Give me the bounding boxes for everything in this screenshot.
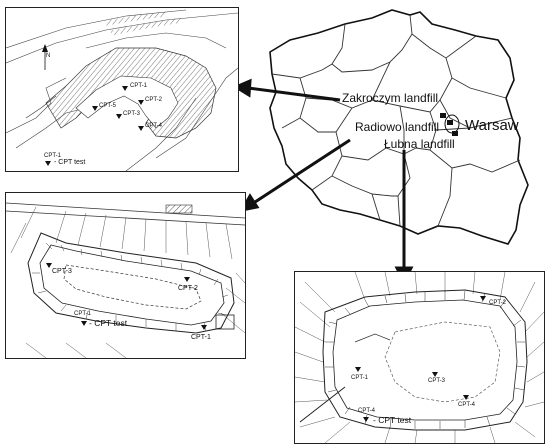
zak-cpt-3-label: CPT-3: [123, 111, 141, 117]
lubna-marker: [452, 131, 458, 136]
radiowo-drawing: [6, 202, 245, 358]
north-label: N: [46, 53, 51, 59]
radiowo-label: Radiowo landfill: [355, 120, 440, 134]
warsaw-outline: [444, 114, 460, 134]
zak-cpt-1-label: CPT-1: [130, 83, 148, 89]
lub-cpt-1-label: CPT-1: [351, 375, 369, 381]
poland-border: [269, 9, 529, 245]
zakroczym-label: Zakroczym landfill: [342, 91, 439, 105]
zak-cpt-2-marker: [138, 100, 144, 105]
rad-cpt-2-label: CPT-2: [178, 285, 198, 292]
lub-cpt-4-label: CPT-4: [458, 402, 476, 408]
lubna-drawing: [295, 272, 544, 443]
warsaw-label: Warsaw: [465, 117, 519, 134]
lub-cpt-3-label: CPT-3: [428, 378, 446, 384]
rad-legend-code: CPT-1: [74, 311, 92, 317]
lubna-label: Łubna landfill: [384, 137, 455, 151]
rad-cpt-1-label: CPT-1: [191, 334, 211, 341]
rad-legend-text: - CPT test: [89, 318, 128, 328]
zak-cpt-2-label: CPT-2: [145, 97, 163, 103]
zak-cpt-5-marker: [92, 106, 98, 111]
zak-legend-code: CPT-1: [44, 153, 62, 159]
zakroczym-marker: [440, 113, 446, 118]
rad-cpt-3-label: CPT-3: [52, 268, 72, 275]
lub-legend-text: - CPT test: [373, 415, 412, 425]
zak-legend-marker: [45, 161, 51, 166]
radiowo-marker: [447, 120, 453, 125]
lub-cpt-4-marker: [463, 395, 469, 400]
zakroczym-drawing: [6, 9, 238, 171]
lub-cpt-3-marker: [432, 372, 438, 377]
zak-cpt-3-marker: [116, 114, 122, 119]
rad-cpt-3-marker: [46, 263, 52, 268]
lub-legend-marker: [363, 417, 369, 422]
rad-legend-marker: [81, 321, 87, 326]
lub-cpt-2-marker: [480, 296, 486, 301]
zak-cpt-4-marker: [138, 126, 144, 131]
lubna-site-plan: CPT-1 CPT-2 CPT-3 CPT-4 CPT-4 - CPT test: [294, 271, 545, 444]
zak-cpt-4-label: CPT-4: [145, 123, 163, 129]
zak-legend-text: - CPT test: [54, 159, 86, 166]
radiowo-site-plan: CPT-1 CPT-2 CPT-3 CPT-1 - CPT test: [5, 192, 246, 359]
voivodeship-lines: [271, 14, 521, 227]
rad-cpt-2-marker: [184, 277, 190, 282]
lub-cpt-2-label: CPT-2: [489, 300, 507, 306]
lub-cpt-1-marker: [355, 367, 361, 372]
zak-cpt-1-marker: [122, 86, 128, 91]
lub-legend-code: CPT-4: [358, 408, 376, 414]
zak-cpt-5-label: CPT-5: [99, 103, 117, 109]
rad-cpt-1-marker: [201, 325, 207, 330]
zakroczym-site-plan: N CPT-1 CPT-2 CPT-3 CPT-4 CPT-5 CPT-1 - …: [5, 7, 239, 172]
